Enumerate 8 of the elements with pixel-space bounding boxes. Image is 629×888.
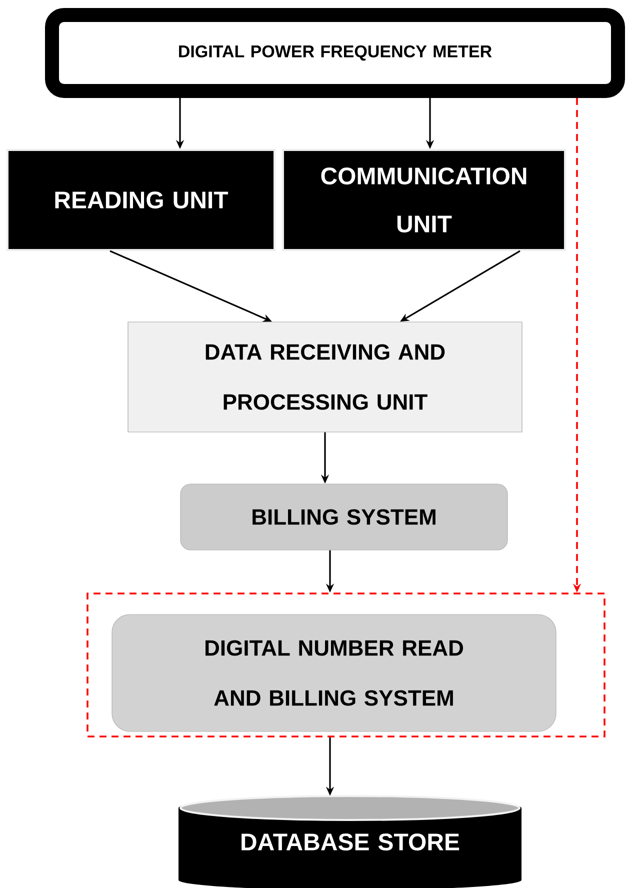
database-cylinder: DATABASE STORE (178, 795, 522, 888)
process-box: DIGITAL NUMBER READ AND BILLING SYSTEM (112, 614, 556, 732)
process-box: DATA RECEIVING AND PROCESSING UNIT (128, 322, 522, 432)
unit-box: COMMUNICATION UNIT (282, 148, 566, 251)
dashed-frame (86, 592, 606, 738)
process-box: BILLING SYSTEM (180, 484, 508, 550)
meter-box: DIGITAL POWER FREQUENCY METER (45, 8, 625, 98)
unit-box: READING UNIT (6, 148, 276, 251)
